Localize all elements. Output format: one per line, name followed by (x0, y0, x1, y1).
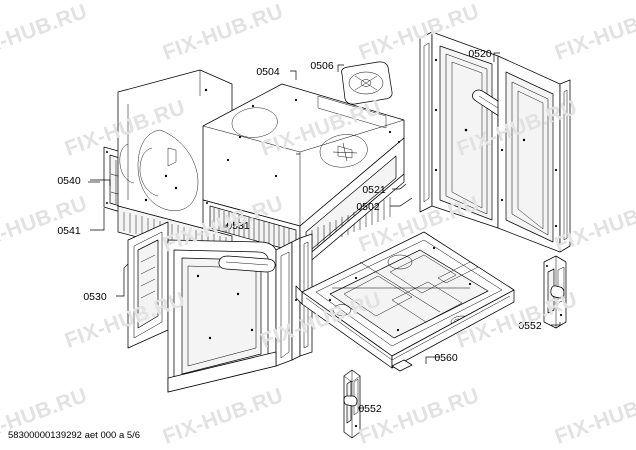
callout-label-0502: 0502 (356, 201, 380, 213)
part-corner-clip (391, 359, 413, 372)
part-right-door-0520 (419, 31, 571, 253)
part-base-plate-0560 (295, 231, 515, 369)
part-left-door-0530 (127, 221, 301, 393)
callout-label-0552-right: 0552 (518, 320, 542, 332)
callout-label-0560: 0560 (434, 352, 458, 364)
callout-label-0552-lower: 0552 (358, 403, 382, 415)
part-hinge-bracket-right-0552 (543, 255, 567, 329)
callout-label-0530: 0530 (83, 291, 107, 303)
callout-label-0521: 0521 (362, 184, 386, 196)
part-hinge-bracket-lower-0552 (343, 369, 361, 439)
part-fan-vent-plate-0506 (341, 61, 393, 105)
callout-leaders (88, 52, 561, 409)
callout-label-0506: 0506 (310, 60, 334, 72)
part-front-vent-frame-0502 (202, 137, 405, 271)
callout-label-0531: 0531 (226, 220, 250, 232)
document-footer-code: 58300000139292 aet 000 a 5/6 (8, 430, 140, 441)
callout-label-0540: 0540 (57, 175, 81, 187)
callout-label-0541: 0541 (57, 225, 81, 237)
callout-label-0504: 0504 (256, 66, 280, 78)
callout-label-0520: 0520 (468, 48, 492, 60)
